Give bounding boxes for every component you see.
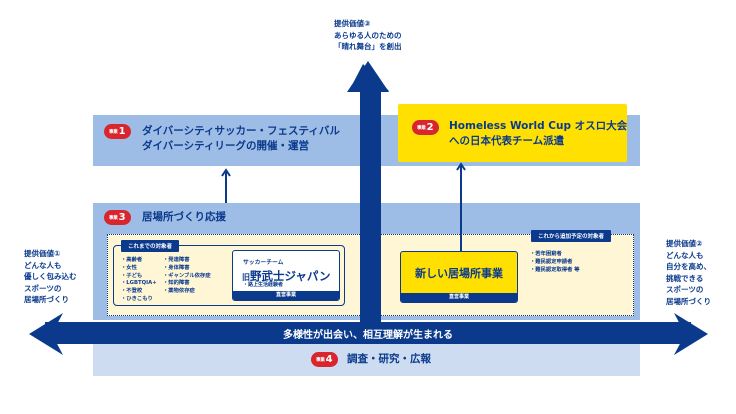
new-project-footer: 直営事業 <box>401 293 517 302</box>
project-4-title: 調査・研究・広報 <box>347 353 431 365</box>
project-4-badge: 事業 4 <box>311 352 338 367</box>
horizontal-bar <box>45 322 691 344</box>
future-targets-tag: これから追加予定の対象者 <box>531 230 612 242</box>
project-1-badge: 事業 1 <box>104 124 131 139</box>
project-3-badge: 事業 3 <box>104 210 131 225</box>
value-2: 提供価値② どんな人も 自分を高め、 挑戦できる スポーツの 居場所づくり <box>666 239 711 306</box>
project-4-band <box>93 343 640 376</box>
project-1-title: ダイバーシティサッカー・フェスティバル ダイバーシティリーグの開催・運営 <box>142 125 340 152</box>
team-footer: 直営事業 <box>233 291 339 300</box>
team-note: ・路上生活経験者 <box>243 282 284 288</box>
bar-label: 多様性が出会い、相互理解が生まれる <box>283 330 453 341</box>
up-arrow-project1-head <box>221 168 231 177</box>
project-3-title: 居場所づくり応援 <box>142 211 226 223</box>
past-targets-col1: ・高齢者 ・女性 ・子ども ・LGBTQIA+ ・不登校 ・ひきこもり <box>121 257 157 302</box>
up-arrow-project2-head <box>456 162 466 171</box>
vertical-arrow-head <box>347 61 389 330</box>
future-targets-list: ・若年困窮者 ・難民認定申請者 ・難民認定取得者 等 <box>530 251 580 273</box>
value-1: 提供価値① どんな人も 優しく包み込む スポーツの 居場所づくり <box>24 249 77 304</box>
new-project-box: 新しい居場所事業 直営事業 <box>400 251 518 303</box>
team-box: サッカーチーム 旧野武士ジャパン ・路上生活経験者 直営事業 <box>232 250 340 301</box>
project-2-title: Homeless World Cup オスロ大会 への日本代表チーム派遣 <box>449 120 628 147</box>
new-project-title: 新しい居場所事業 <box>415 267 503 280</box>
value-3: 提供価値③ あらゆる人のための 「晴れ舞台」を創出 <box>334 19 402 51</box>
team-name: 旧野武士ジャパン <box>242 269 331 283</box>
team-caption: サッカーチーム <box>243 260 284 266</box>
past-targets-tag: これまでの対象者 <box>121 240 180 252</box>
project-2-badge: 事業 2 <box>412 120 439 135</box>
past-targets-col2: ・発達障害 ・身体障害 ・ギャンブル依存症 ・知的障害 ・薬物依存症 <box>163 257 211 295</box>
